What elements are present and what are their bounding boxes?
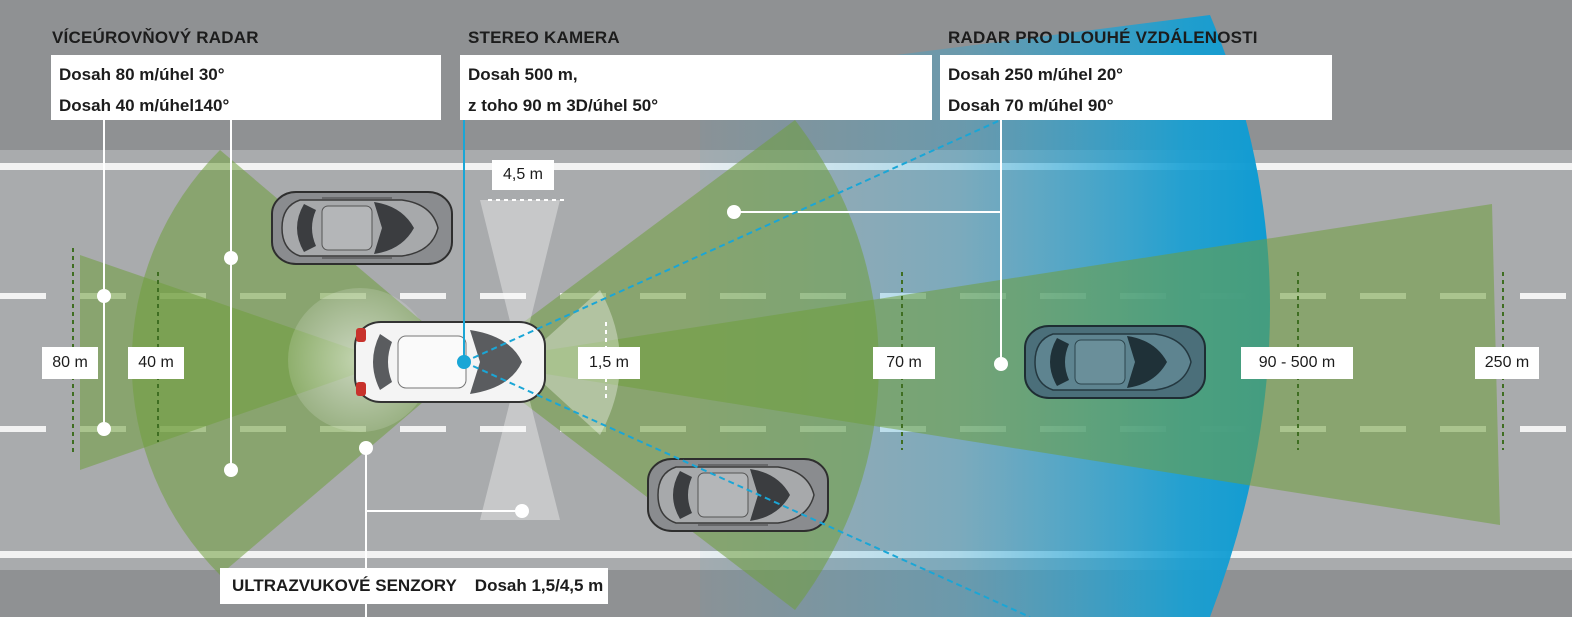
camera-ray-lower: [463, 361, 1031, 617]
long-radar-info: Dosah 250 m/úhel 20° Dosah 70 m/úhel 90°: [940, 55, 1332, 120]
camera-ray-upper: [463, 117, 1006, 363]
ego-car: [354, 321, 546, 403]
distance-40m: 40 m: [128, 347, 184, 379]
long-radar-title: RADAR PRO DLOUHÉ VZDÁLENOSTI: [948, 28, 1258, 47]
ultrasonic-range: Dosah 1,5/4,5 m: [474, 576, 604, 595]
dot-multi-radar-a2: [97, 422, 111, 436]
dot-camera: [457, 355, 471, 369]
distance-250m: 250 m: [1475, 347, 1539, 379]
distance-4-5m: 4,5 m: [492, 160, 554, 190]
long-radar-line1: Dosah 250 m/úhel 20°: [948, 65, 1123, 84]
dot-multi-radar-a1: [97, 289, 111, 303]
stereo-camera-line1: Dosah 500 m,: [468, 65, 578, 84]
long-radar-line2: Dosah 70 m/úhel 90°: [948, 96, 1114, 115]
distance-70m: 70 m: [873, 347, 935, 379]
car-bottom: [647, 458, 829, 532]
stereo-camera-title: STEREO KAMERA: [468, 28, 620, 47]
distance-1-5m: 1,5 m: [578, 347, 640, 379]
front-long-radar-fan: [470, 204, 1500, 525]
dot-multi-radar-b2: [224, 463, 238, 477]
ultrasonic-info: ULTRAZVUKOVÉ SENZORY Dosah 1,5/4,5 m: [220, 568, 608, 604]
dot-long-radar-a: [727, 205, 741, 219]
distance-80m: 80 m: [42, 347, 98, 379]
dot-long-radar-b: [994, 357, 1008, 371]
stereo-camera-line2: z toho 90 m 3D/úhel 50°: [468, 96, 659, 115]
car-top-left: [271, 191, 453, 265]
stereo-camera-info: Dosah 500 m, z toho 90 m 3D/úhel 50°: [460, 55, 932, 120]
distance-90-500m: 90 - 500 m: [1241, 347, 1353, 379]
dot-ultrasonic-b: [515, 504, 529, 518]
multi-radar-title: VÍCEÚROVŇOVÝ RADAR: [52, 28, 259, 47]
multi-radar-line1: Dosah 80 m/úhel 30°: [59, 65, 225, 84]
dot-multi-radar-b1: [224, 251, 238, 265]
car-right: [1024, 325, 1206, 399]
ultrasonic-front-zone: [480, 200, 620, 520]
ultrasonic-title: ULTRAZVUKOVÉ SENZORY: [232, 576, 457, 595]
dot-ultrasonic-a: [359, 441, 373, 455]
multi-radar-line2: Dosah 40 m/úhel140°: [59, 96, 230, 115]
multi-radar-info: Dosah 80 m/úhel 30° Dosah 40 m/úhel140°: [51, 55, 441, 120]
